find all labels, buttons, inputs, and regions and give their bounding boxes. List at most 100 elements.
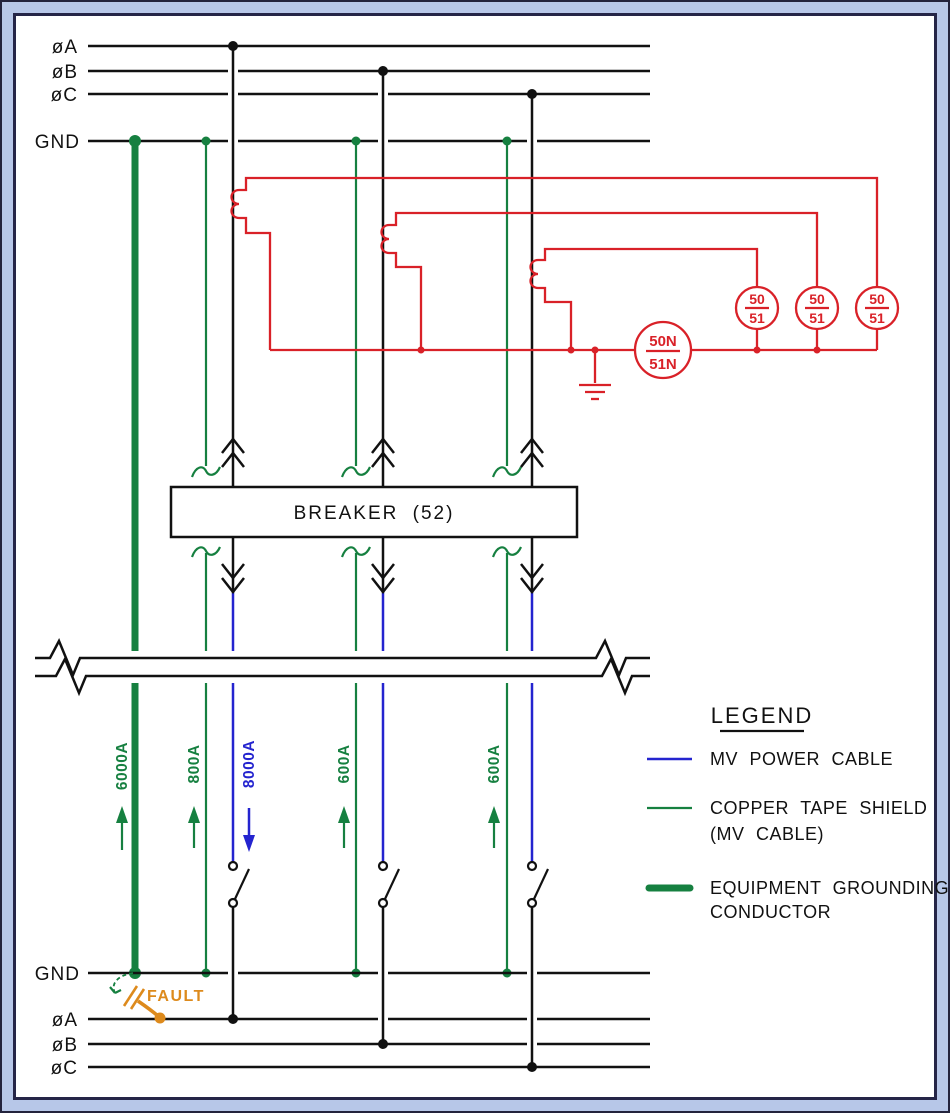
shield-a-current-label: 800A <box>186 744 203 783</box>
ct-b-lead-to-relay <box>389 211 819 287</box>
ct-c-lead-to-relay <box>538 247 759 287</box>
bottom-phase-buses: GND øA øB øC <box>35 964 650 1079</box>
bottom-phase-c-label: øC <box>51 1058 78 1079</box>
switch-contact-icon <box>526 897 538 909</box>
relay-50-51-1: 50 51 <box>734 285 780 331</box>
shield-a-top-dot <box>201 136 211 146</box>
switch-contact-icon <box>377 860 389 872</box>
shield-c-flow-arrowhead-icon <box>488 806 500 823</box>
phase-conductors <box>221 46 549 1067</box>
top-phase-buses: øA øB øC GND <box>35 37 650 153</box>
legend-copper-tape-shield-label: COPPER TAPE SHIELD <box>710 798 927 818</box>
tap-dot-phase-b <box>378 1039 388 1049</box>
shield-b-flow-arrowhead-icon <box>338 806 350 823</box>
top-phase-b-label: øB <box>52 62 78 83</box>
power-a-current-label: 8000A <box>241 740 258 788</box>
current-flow-annotations: 6000A 800A 8000A 600A 600A <box>114 740 503 852</box>
shield-a-pigtail-icon <box>190 546 222 558</box>
ground-symbol-icon <box>579 350 611 401</box>
relay-bottom-number: 51 <box>809 310 825 326</box>
fault-slash-icon <box>122 985 139 1007</box>
breaker-label: BREAKER (52) <box>294 503 455 524</box>
flow-down-chevron-icon <box>520 563 544 595</box>
relay-bottom-number: 51 <box>749 310 765 326</box>
relay-bottom-number: 51 <box>869 310 885 326</box>
switch-blade-icon <box>533 868 549 900</box>
bottom-phase-b-label: øB <box>52 1035 78 1056</box>
egc-current-label: 6000A <box>114 742 131 790</box>
shield-a-pigtail-icon <box>190 466 222 478</box>
shield-c-pigtail-icon <box>491 546 523 558</box>
legend-copper-tape-shield-label-2: (MV CABLE) <box>710 824 824 844</box>
fault-slash-icon <box>129 988 146 1010</box>
shield-b-pigtail-icon <box>340 466 372 478</box>
fault-annotation: FAULT <box>109 972 205 1024</box>
switch-blade-icon <box>234 868 250 900</box>
bus-junction-dot <box>417 346 425 354</box>
bottom-phase-a-label: øA <box>52 1010 78 1031</box>
legend-egc-label-2: CONDUCTOR <box>710 902 831 922</box>
relay-bottom-number: 51N <box>649 356 677 373</box>
legend-egc-label: EQUIPMENT GROUNDING <box>710 878 949 898</box>
egc-flow-arrowhead-icon <box>116 806 128 823</box>
disconnect-switch-a <box>227 860 250 909</box>
ct-coil-phase-b-icon <box>380 223 390 255</box>
ct-coil-phase-a-icon <box>230 188 240 220</box>
shield-b-current-label: 600A <box>336 744 353 783</box>
equipment-grounding-conductor <box>129 135 141 979</box>
shield-c-top-dot <box>502 136 512 146</box>
flow-up-chevron-icon <box>221 436 245 468</box>
legend: LEGEND MV POWER CABLE COPPER TAPE SHIELD… <box>645 703 949 922</box>
shield-b-pigtail-icon <box>340 546 372 558</box>
floor-break-lower-line <box>35 656 650 697</box>
floor-break-lines <box>35 638 650 697</box>
shield-c-current-label: 600A <box>486 744 503 783</box>
bus-junction-dot <box>567 346 575 354</box>
legend-title: LEGEND <box>711 703 813 728</box>
bus-junction-dot <box>813 346 821 354</box>
egc-top-gnd-dot <box>129 135 141 147</box>
disconnect-switch-c <box>526 860 549 909</box>
disconnect-switch-b <box>377 860 400 909</box>
fault-point-dot <box>154 1012 166 1024</box>
relay-top-number: 50 <box>869 291 885 307</box>
tap-dot-phase-a <box>228 1014 238 1024</box>
flow-down-chevron-icon <box>371 563 395 595</box>
top-gnd-label: GND <box>35 132 80 153</box>
shield-b-top-dot <box>351 136 361 146</box>
ct-a-return-lead <box>239 216 272 350</box>
switch-blade-icon <box>384 868 400 900</box>
relay-50n-51n: 50N 51N <box>633 320 693 380</box>
ct-relay-circuit: 50 51 50 51 50 51 50N 51N <box>230 176 900 401</box>
top-phase-c-label: øC <box>51 85 78 106</box>
relay-top-number: 50 <box>749 291 765 307</box>
ct-coil-phase-c-icon <box>529 258 539 290</box>
flow-up-chevron-icon <box>520 436 544 468</box>
tap-dot-phase-c <box>527 1062 537 1072</box>
power-a-flow-arrowhead-icon <box>243 835 255 852</box>
relay-top-number: 50N <box>649 333 677 350</box>
shield-a-flow-arrowhead-icon <box>188 806 200 823</box>
top-phase-a-label: øA <box>52 37 78 58</box>
fault-return-arrowhead-icon <box>109 986 122 994</box>
fault-label: FAULT <box>147 988 205 1005</box>
flow-up-chevron-icon <box>371 436 395 468</box>
switch-contact-icon <box>526 860 538 872</box>
relay-50-51-2: 50 51 <box>794 285 840 331</box>
page-frame-inner <box>13 13 937 1100</box>
switch-contact-icon <box>227 897 239 909</box>
relay-50-51-3: 50 51 <box>854 285 900 331</box>
switch-contact-icon <box>227 860 239 872</box>
legend-mv-power-cable-label: MV POWER CABLE <box>710 749 893 769</box>
flow-down-chevron-icon <box>221 563 245 595</box>
ct-a-lead-to-relay <box>239 176 879 287</box>
breaker-box <box>169 485 579 539</box>
bus-junction-dot <box>753 346 761 354</box>
relay-top-number: 50 <box>809 291 825 307</box>
shield-c-pigtail-icon <box>491 466 523 478</box>
floor-break-upper-line <box>35 638 650 679</box>
switch-contact-icon <box>377 897 389 909</box>
bottom-gnd-label: GND <box>35 964 80 985</box>
ct-c-return-lead <box>538 286 573 350</box>
